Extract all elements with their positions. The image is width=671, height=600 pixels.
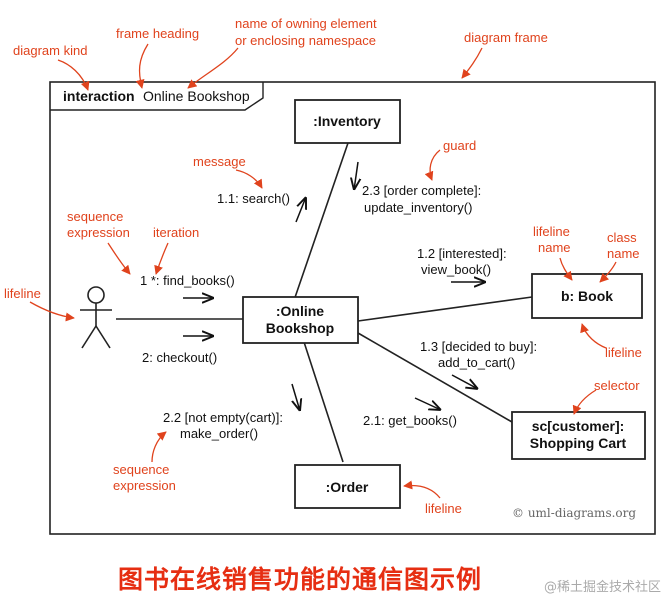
callout-lifeline-order xyxy=(403,480,441,499)
callout-class-name xyxy=(599,261,617,283)
link-online-order xyxy=(303,341,344,463)
callout-selector xyxy=(572,389,597,415)
note-lifeline-name-2: name xyxy=(538,240,571,255)
node-cart-label-1: sc[customer]: xyxy=(532,418,625,434)
note-owner-2: or enclosing namespace xyxy=(235,33,376,48)
arrow-make-order xyxy=(292,383,300,411)
node-inventory: :Inventory xyxy=(294,99,401,144)
msg-guard-1: 2.3 [order complete]: xyxy=(362,183,481,198)
note-diagram-frame: diagram frame xyxy=(464,30,548,45)
note-lifeline-book: lifeline xyxy=(605,345,642,360)
arrow-update-inventory xyxy=(354,161,358,190)
node-online-bookshop: :Online Bookshop xyxy=(242,296,359,344)
actor-stick-figure xyxy=(80,286,112,349)
note-selector: selector xyxy=(594,378,640,393)
callout-seq-bottom xyxy=(151,431,167,463)
node-inventory-label: :Inventory xyxy=(313,113,381,129)
node-online-label-1: :Online xyxy=(276,303,324,319)
message-arrows xyxy=(183,161,486,411)
note-seq-top-1: sequence xyxy=(67,209,123,224)
msg-search: 1.1: search() xyxy=(217,191,290,206)
note-lifeline-actor: lifeline xyxy=(4,286,41,301)
callout-diagram-kind xyxy=(57,59,90,91)
msg-interested-1: 1.2 [interested]: xyxy=(417,246,507,261)
callout-lifeline-actor xyxy=(29,301,75,322)
link-online-book xyxy=(357,296,533,322)
link-online-cart xyxy=(357,332,513,423)
msg-find-books: 1 *: find_books() xyxy=(140,273,235,288)
caption: 图书在线销售功能的通信图示例 xyxy=(117,565,482,594)
note-class-name-2: name xyxy=(607,246,640,261)
callout-guard xyxy=(424,149,441,181)
frame-kind-label: interaction xyxy=(63,88,135,104)
note-class-name-1: class xyxy=(607,230,637,245)
annotation-arrows xyxy=(29,43,617,499)
note-iteration: iteration xyxy=(153,225,199,240)
note-frame-heading: frame heading xyxy=(116,26,199,41)
msg-checkout: 2: checkout() xyxy=(142,350,217,365)
link-online-inventory xyxy=(289,142,349,313)
note-seq-bottom-2: expression xyxy=(113,478,176,493)
watermark: @稀土掘金技术社区 xyxy=(543,580,661,595)
copyright-text: © uml-diagrams.org xyxy=(512,506,636,520)
callout-lifeline-name xyxy=(559,257,573,281)
note-diagram-kind: diagram kind xyxy=(13,43,87,58)
msg-interested-2: view_book() xyxy=(421,262,491,277)
msg-buy-1: 1.3 [decided to buy]: xyxy=(420,339,537,354)
note-seq-top-2: expression xyxy=(67,225,130,240)
callout-iteration xyxy=(154,242,169,275)
callout-diagram-frame xyxy=(461,47,483,79)
node-book: b: Book xyxy=(531,273,643,319)
callout-owner xyxy=(187,47,239,89)
msg-not-empty-1: 2.2 [not empty(cart)]: xyxy=(163,410,283,425)
msg-not-empty-2: make_order() xyxy=(180,426,258,441)
note-guard: guard xyxy=(443,138,476,153)
msg-buy-2: add_to_cart() xyxy=(438,355,515,370)
node-cart-label-2: Shopping Cart xyxy=(530,435,627,451)
frame-heading-tab xyxy=(50,82,264,111)
links xyxy=(116,142,533,463)
callout-lifeline-book xyxy=(580,323,607,349)
callout-frame-heading xyxy=(135,43,149,89)
callout-seq-top xyxy=(107,242,131,275)
note-lifeline-order: lifeline xyxy=(425,501,462,516)
node-order-label: :Order xyxy=(326,479,369,495)
node-shopping-cart: sc[customer]: Shopping Cart xyxy=(511,411,646,460)
communication-diagram: interaction Online Bookshop :Inventory :… xyxy=(4,16,656,535)
arrow-get-books xyxy=(414,397,441,410)
msg-get-books: 2.1: get_books() xyxy=(363,413,457,428)
note-message: message xyxy=(193,154,246,169)
frame-name-label: Online Bookshop xyxy=(143,88,250,104)
msg-guard-2: update_inventory() xyxy=(364,200,472,215)
arrow-search xyxy=(295,197,306,223)
node-order: :Order xyxy=(294,464,401,509)
callout-message xyxy=(235,169,263,189)
node-online-label-2: Bookshop xyxy=(266,320,334,336)
node-book-label: b: Book xyxy=(561,288,613,304)
arrow-add-to-cart xyxy=(451,374,478,389)
note-seq-bottom-1: sequence xyxy=(113,462,169,477)
diagram-frame xyxy=(49,81,656,535)
note-owner-1: name of owning element xyxy=(235,16,377,31)
note-lifeline-name-1: lifeline xyxy=(533,224,570,239)
